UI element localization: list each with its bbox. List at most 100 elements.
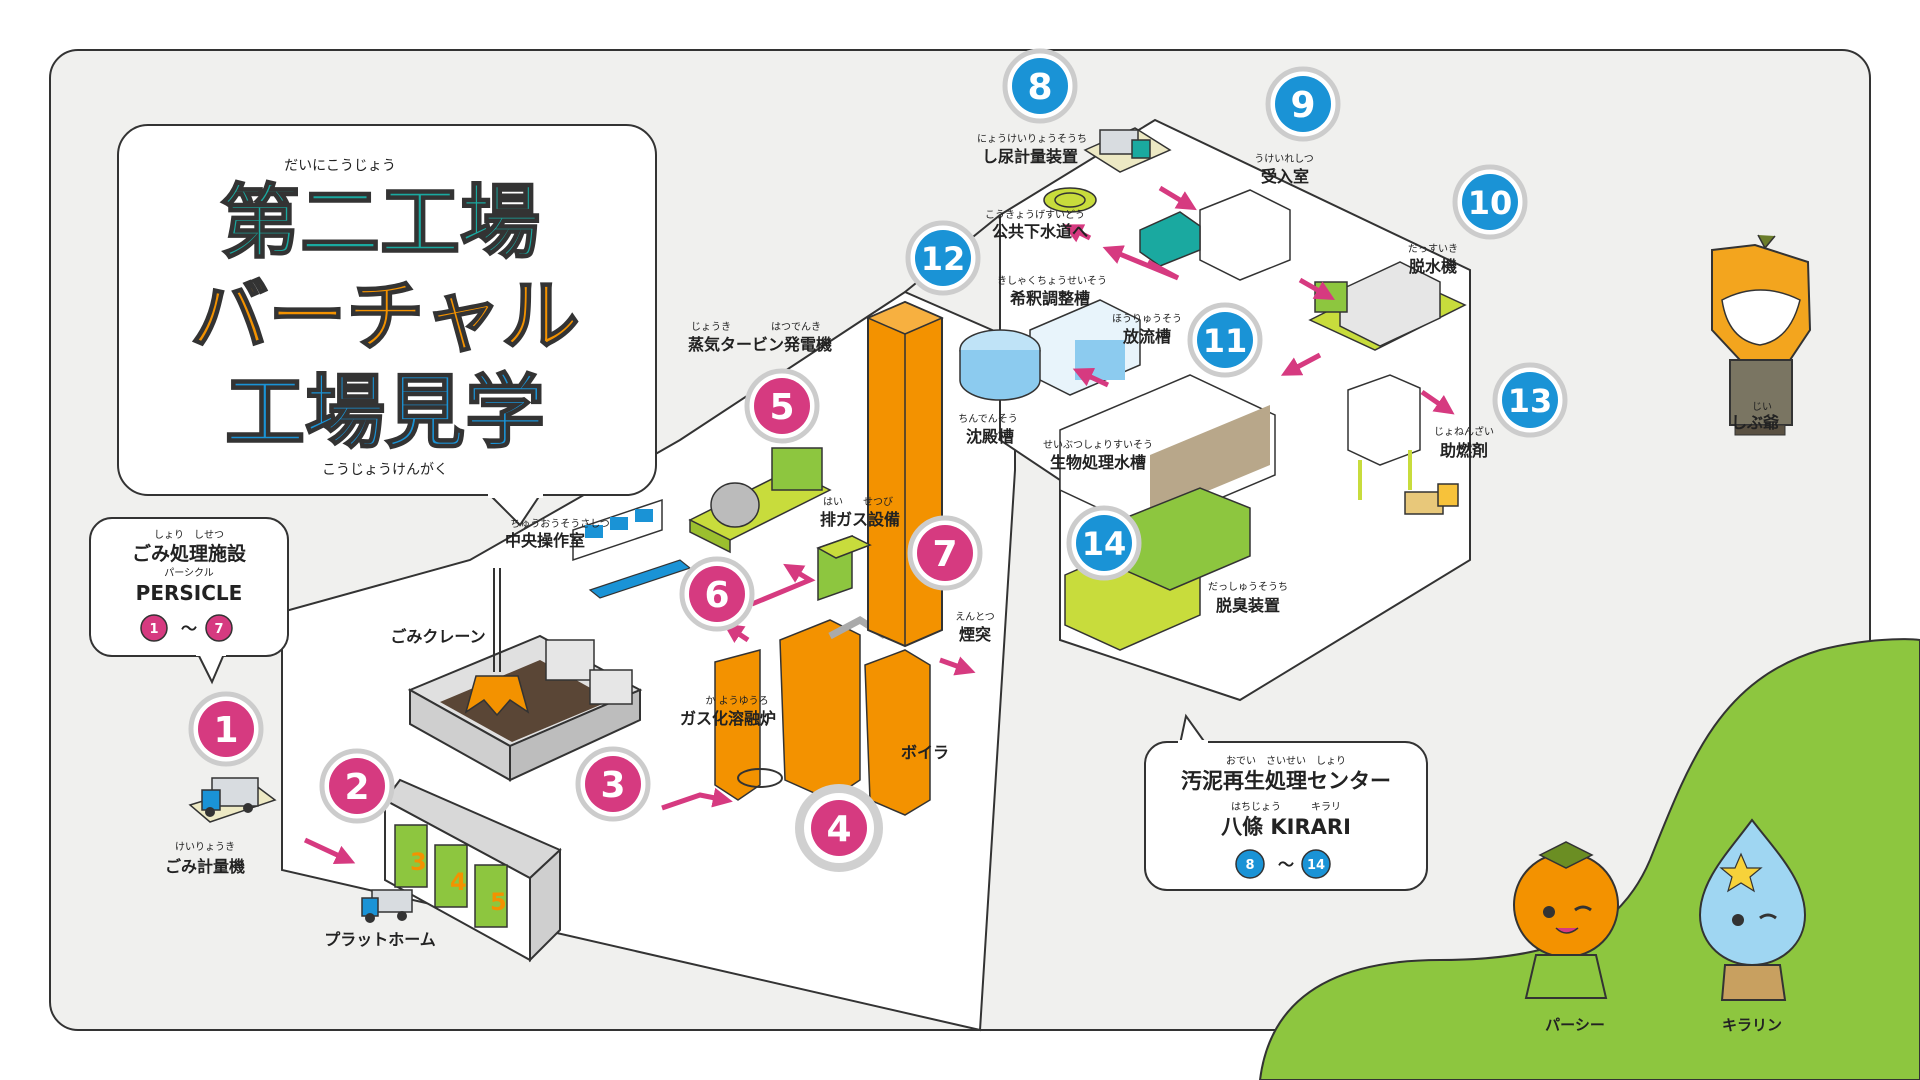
stop-14-number: 14	[1082, 525, 1127, 563]
crane-label: ごみクレーン	[390, 627, 485, 646]
garbage-truck-icon	[188, 777, 277, 823]
dewatering-machine	[1308, 261, 1467, 351]
stop-3-number: 3	[600, 765, 625, 806]
stop-7-number: 7	[932, 534, 957, 575]
turbine-ruby: じょうき はつでんき	[691, 321, 821, 333]
stop-12-number: 12	[921, 240, 966, 278]
stop-10-number: 10	[1468, 184, 1513, 222]
stop-6[interactable]: 6	[679, 556, 755, 632]
title-ruby-bottom: こうじょうけんがく	[322, 462, 448, 478]
stop-6-number: 6	[704, 575, 729, 616]
stop-13[interactable]: 13	[1492, 362, 1568, 438]
persicle-legend[interactable]: しょり しせつ ごみ処理施設 パーシクル PERSICLE 1 〜 7	[89, 517, 289, 685]
settle-ruby: ちんでんそう	[958, 413, 1018, 425]
settle-label: 沈殿槽	[966, 427, 1014, 446]
receive-ruby: うけいれしつ	[1254, 153, 1313, 165]
stop-2[interactable]: 2	[319, 748, 395, 824]
dewater-ruby: だっすいき	[1408, 243, 1458, 255]
settling-tank	[959, 329, 1041, 401]
stop-2-number: 2	[344, 767, 369, 808]
stop-5[interactable]: 5	[744, 368, 820, 444]
fuel-hopper	[1347, 374, 1421, 500]
persicle-ruby: しょり しせつ	[154, 529, 224, 541]
stop-1-number: 1	[213, 710, 238, 751]
exhaust-gas-equipment	[816, 534, 872, 602]
stop-9-number: 9	[1290, 85, 1315, 126]
title-card: だいにこうじょう 第二工場 バーチャル 工場見学 こうじょうけんがく	[117, 124, 657, 527]
stop-8-number: 8	[1027, 67, 1052, 108]
stop-11-number: 11	[1203, 322, 1248, 360]
dewater-label: 脱水機	[1409, 257, 1457, 276]
platform-building	[383, 778, 562, 963]
garbage-pit	[407, 634, 643, 782]
gasification-furnace	[714, 615, 931, 816]
title-line-1: 第二工場	[220, 176, 540, 269]
bio-treatment-tank	[1059, 374, 1276, 531]
shibu-character-icon[interactable]	[1711, 234, 1812, 436]
stop-3[interactable]: 3	[575, 746, 651, 822]
fuel-label: 助燃剤	[1440, 441, 1488, 460]
control-ruby: ちゅうおうそうさしつ	[510, 518, 609, 530]
stop-5-number: 5	[769, 387, 794, 428]
stop-9[interactable]: 9	[1265, 66, 1341, 142]
shibu-name: しぶ爺	[1731, 413, 1780, 432]
equipment-labels: けいりょうき ごみ計量機 プラットホーム ごみクレーン ちゅうおうそうさしつ 中…	[165, 133, 1494, 949]
bio-ruby: せいぶつしょりすいそう	[1043, 439, 1153, 451]
persicle-en: PERSICLE	[136, 581, 243, 605]
measure-truck-icon	[1083, 127, 1172, 173]
dilute-ruby: きしゃくちょうせいそう	[997, 275, 1107, 287]
stop-1[interactable]: 1	[188, 691, 264, 767]
boiler-label: ボイラ	[901, 743, 949, 762]
receiving-room	[1139, 189, 1291, 281]
gas-ruby: はい せつび	[823, 496, 893, 508]
persicle-from: 1	[149, 622, 158, 637]
scale-label: ごみ計量機	[165, 857, 245, 876]
kirarin-character-icon[interactable]	[1698, 818, 1807, 1001]
persicle-en-ruby: パーシクル	[164, 567, 214, 579]
title-line-2: バーチャル	[190, 272, 579, 362]
stop-8[interactable]: 8	[1002, 48, 1078, 124]
receive-label: 受入室	[1261, 167, 1309, 186]
stop-4-number: 4	[826, 809, 851, 850]
bay-3: 3	[410, 848, 427, 876]
chimney-label: 煙突	[959, 625, 991, 644]
stop-12[interactable]: 12	[905, 220, 981, 296]
scale-ruby: けいりょうき	[175, 841, 235, 853]
crane-grab-icon	[464, 568, 530, 717]
bay-5: 5	[490, 888, 507, 916]
persicle-tilde: 〜	[181, 619, 197, 638]
measure-label: し尿計量装置	[982, 147, 1078, 166]
chimney-ruby: えんとつ	[955, 611, 995, 623]
stop-4[interactable]: 4	[795, 784, 883, 872]
parcy-name: パーシー	[1545, 1016, 1605, 1034]
platform-truck-icon	[361, 889, 413, 923]
measure-ruby: にょうけいりょうそうち	[977, 133, 1087, 145]
stop-11[interactable]: 11	[1187, 302, 1263, 378]
stop-10[interactable]: 10	[1452, 164, 1528, 240]
kirari-to: 14	[1307, 858, 1325, 873]
turbine-generator	[688, 447, 832, 554]
fuel-ruby: じょねんざい	[1434, 425, 1494, 438]
gas-label: 排ガス設備	[820, 510, 900, 529]
kirarin-name: キラリン	[1722, 1016, 1782, 1034]
deodor-label: 脱臭装置	[1216, 596, 1280, 615]
chimney	[866, 300, 944, 648]
kirari-tilde: 〜	[1278, 855, 1294, 874]
kirari-sub-ruby: はちじょう キラリ	[1231, 801, 1341, 813]
bio-label: 生物処理水槽	[1050, 453, 1146, 472]
fuel-truck-icon	[1404, 483, 1459, 515]
stop-7[interactable]: 7	[907, 515, 983, 591]
discharge-label: 放流槽	[1122, 327, 1171, 346]
stop-13-number: 13	[1508, 382, 1553, 420]
parcy-character-icon[interactable]	[1513, 841, 1619, 999]
sewer-label: 公共下水道へ	[992, 222, 1088, 241]
stop-14[interactable]: 14	[1066, 505, 1142, 581]
kirari-legend[interactable]: おでい さいせい しょり 汚泥再生処理センター はちじょう キラリ 八條 KIR…	[1144, 713, 1428, 891]
kirari-from: 8	[1245, 858, 1254, 873]
persicle-name: ごみ処理施設	[132, 542, 247, 565]
kirari-ruby: おでい さいせい しょり	[1226, 755, 1346, 767]
platform-label: プラットホーム	[324, 930, 436, 949]
bay-4: 4	[450, 868, 467, 896]
sewer-ruby: こうきょうげすいどう	[985, 209, 1085, 221]
